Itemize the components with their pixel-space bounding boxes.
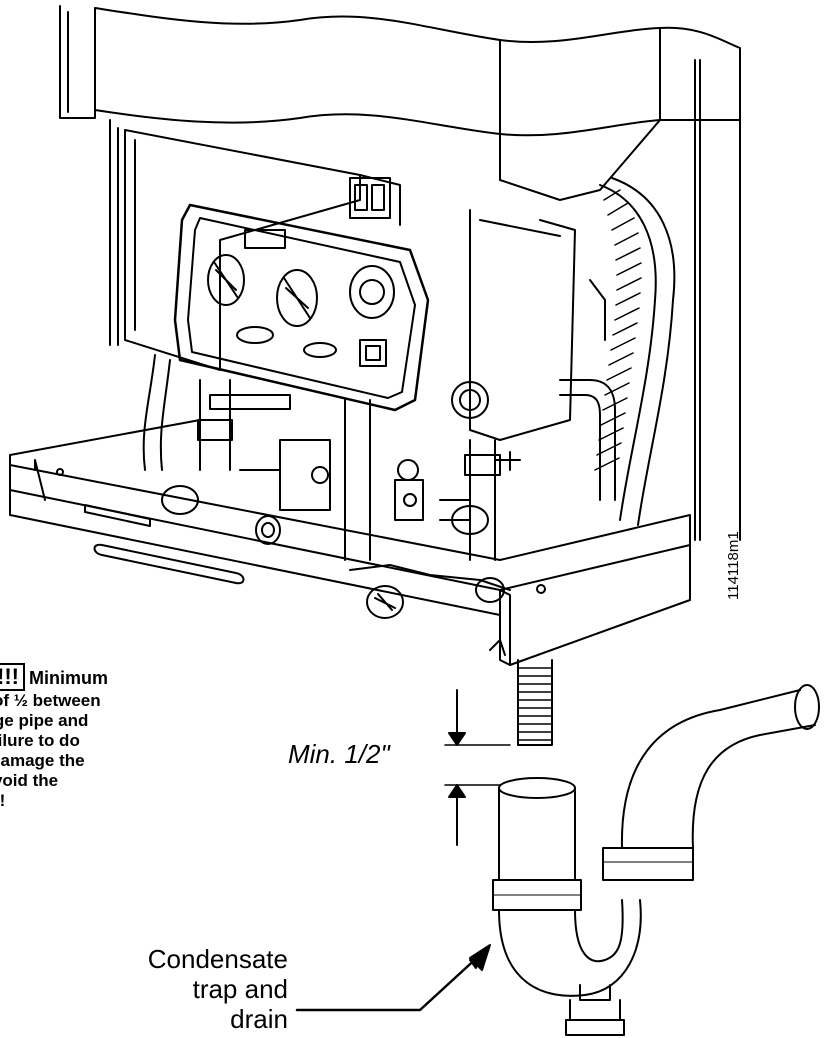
- figure-code: 114118m1: [725, 531, 742, 600]
- caution-line: charge pipe and: [0, 711, 89, 730]
- caution-line: n. Failure to do: [0, 731, 80, 750]
- caution-line: ranty!: [0, 791, 6, 810]
- gap-dimension-label: Min. 1/2": [288, 739, 390, 769]
- caution-lead: Minimum: [28, 668, 108, 688]
- callout-line-1: Condensate: [147, 944, 288, 974]
- callout-leader: [295, 944, 491, 1012]
- gap-dimension: [444, 689, 511, 846]
- condensate-discharge-pipe: [517, 659, 553, 746]
- piping-assembly: [142, 279, 616, 603]
- control-panel: [173, 203, 430, 412]
- condensate-trap: [492, 684, 820, 1036]
- caution-line: and void the: [0, 771, 59, 790]
- caution-line: will damage the: [0, 751, 85, 770]
- caution-line: gap of ½ between: [0, 691, 101, 710]
- base-tray: [9, 419, 691, 666]
- boiler-casing: [59, 5, 741, 541]
- corrugated-hose: [594, 177, 676, 526]
- control-housing: [124, 129, 576, 441]
- caution-heading: ON!!!: [0, 663, 25, 691]
- callout-line-2: trap and drain: [192, 974, 288, 1034]
- condensate-trap-label: Condensate trap and drain: [138, 944, 288, 1034]
- caution-note: ON!!!Minimum gap of ½ between charge pip…: [0, 663, 218, 811]
